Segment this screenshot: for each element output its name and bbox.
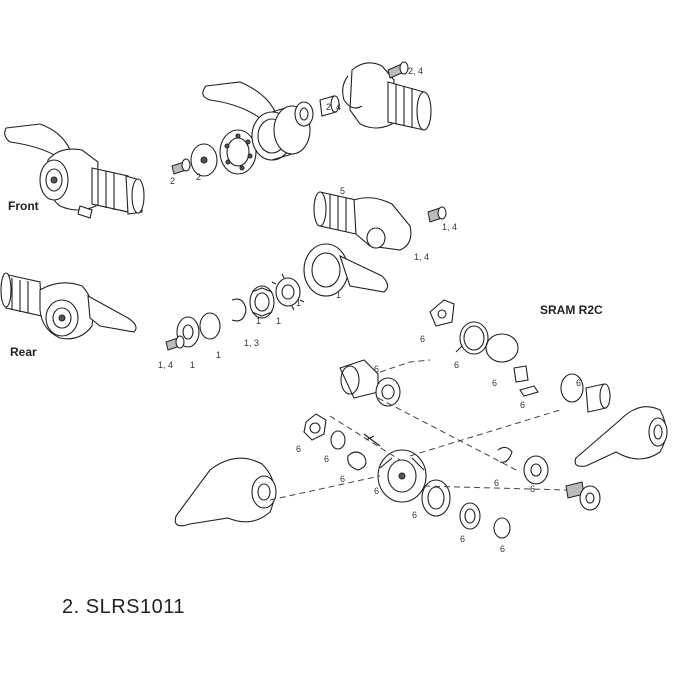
callout-label: 1, 4 [414, 252, 429, 262]
assembly-line [379, 359, 431, 373]
r2c-main-housing [377, 449, 427, 503]
sram-label: SRAM R2C [540, 303, 603, 317]
r2c-trigger-lever-right [574, 406, 668, 467]
callout-label: 1 [276, 316, 281, 326]
r2c-cam-plate [429, 299, 455, 327]
r2c-star-washer [303, 413, 327, 441]
callout-label: 6 [454, 360, 459, 370]
callout-label: 1, 4 [158, 360, 173, 370]
callout-label: 6 [420, 334, 425, 344]
r2c-spline-nut [459, 502, 481, 530]
r2c-end-washer [493, 517, 511, 539]
front-shift-lever [202, 81, 277, 119]
r2c-pin [519, 385, 539, 397]
callout-label: 2 [196, 172, 201, 182]
callout-label: 6 [340, 474, 345, 484]
callout-label: 6 [374, 364, 379, 374]
callout-label: 6 [460, 534, 465, 544]
r2c-small-oring [330, 430, 346, 450]
callout-label: 6 [296, 444, 301, 454]
callout-label: 1 [256, 316, 261, 326]
callout-label: 2, 4 [408, 66, 423, 76]
front-label: Front [8, 199, 39, 213]
callout-label: 1 [216, 350, 221, 360]
callout-label: 6 [492, 378, 497, 388]
r2c-pawl-ring [375, 377, 401, 407]
rear-lever-housing [303, 243, 389, 297]
front-small-screw [171, 158, 191, 175]
callout-label: 5 [340, 186, 345, 196]
front-bearing-ring [219, 129, 257, 175]
r2c-large-washer [421, 479, 451, 517]
r2c-bushing-small [513, 365, 529, 383]
front-cover-plate [190, 143, 218, 177]
rear-gear [249, 285, 275, 319]
assembly-line [269, 475, 381, 501]
callout-label: 1 [296, 298, 301, 308]
assembly-line [329, 415, 401, 461]
r2c-oring [560, 373, 584, 403]
rear-label: Rear [10, 345, 37, 359]
callout-label: 2 [170, 176, 175, 186]
r2c-spring-clip [347, 451, 367, 471]
front-grip-housing [342, 62, 432, 131]
front-shifter-assembled [4, 123, 145, 219]
rear-oring [199, 312, 221, 340]
front-washer [294, 101, 314, 127]
r2c-snap-ring [485, 333, 519, 363]
front-top-screw [387, 61, 409, 79]
callout-label: 6 [494, 478, 499, 488]
r2c-pin-small [363, 433, 381, 447]
callout-label: 6 [520, 400, 525, 410]
callout-label: 6 [576, 378, 581, 388]
callout-label: 2, 4 [326, 102, 341, 112]
figure-caption: 2. SLRS1011 [62, 596, 185, 618]
r2c-spacer-disk [523, 455, 549, 485]
callout-label: 1, 3 [244, 338, 259, 348]
callout-label: 6 [530, 484, 535, 494]
callout-label: 1 [190, 360, 195, 370]
r2c-indexer [339, 359, 379, 399]
callout-label: 6 [412, 510, 417, 520]
r2c-trigger-lever-left [174, 457, 277, 527]
rear-shifter-assembled [0, 272, 137, 340]
r2c-clip-ring [497, 446, 513, 463]
assembly-line [409, 409, 561, 457]
callout-labels: 2, 4 2, 4 2 2 5 1, 4 1, 4 1 1 1 1 1 1, 3… [158, 66, 581, 554]
rear-clip [231, 298, 247, 322]
assembly-line [377, 397, 521, 473]
callout-label: 1, 4 [442, 222, 457, 232]
rear-grip-upper [313, 191, 412, 251]
callout-label: 6 [324, 454, 329, 464]
rear-ratchet [271, 273, 305, 311]
r2c-sleeve [585, 383, 611, 413]
rear-screw [427, 206, 447, 223]
assembly-line [423, 485, 567, 491]
callout-label: 6 [374, 486, 379, 496]
callout-label: 6 [500, 544, 505, 554]
callout-label: 1 [336, 290, 341, 300]
r2c-spring [455, 321, 489, 355]
rear-small-screw [165, 335, 185, 351]
r2c-axle-bolt [565, 481, 601, 511]
front-bushing [319, 95, 340, 117]
